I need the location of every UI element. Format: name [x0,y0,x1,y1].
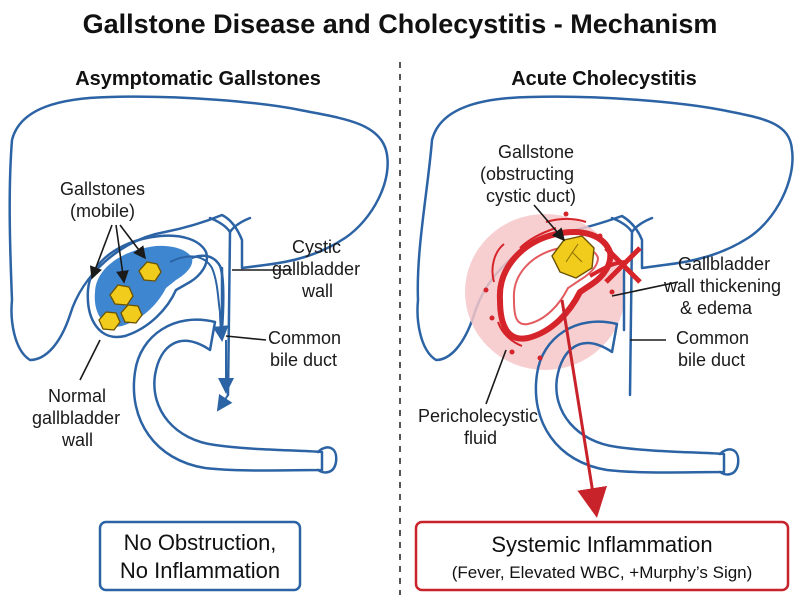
label-peri-line1: Pericholecystic [418,406,538,426]
left-labels: Gallstones (mobile) Cystic gallbladder w… [32,179,360,450]
right-duodenum [534,320,740,476]
label-peri-line2: fluid [464,428,497,448]
right-liver [416,95,794,362]
right-labels: Gallstone (obstructing cystic duct) Gall… [418,142,781,448]
gallstone-icon [98,311,121,331]
left-gallbladder [86,234,234,412]
label-common-line2: bile duct [270,350,337,370]
left-gallstones [98,261,162,331]
right-leaders [485,204,679,405]
right-summary-box: Systemic Inflammation (Fever, Elevated W… [414,520,790,592]
label-wall-line1: Gallbladder [678,254,770,274]
label-gallstones-line1: Gallstones [60,179,145,199]
left-leaders [79,224,292,381]
main-title: Gallstone Disease and Cholecystitis - Me… [83,9,718,39]
left-duodenum [132,318,338,474]
left-box-line2: No Inflammation [120,558,280,583]
right-box-line1: Systemic Inflammation [491,532,712,557]
label-normal-line2: gallbladder [32,408,120,428]
systemic-arrow [560,299,608,518]
label-wall-line2: wall thickening [663,276,781,296]
gallstone-icon [120,304,143,324]
label-gallstone-line3: cystic duct) [486,186,576,206]
right-obstructing-stone [551,235,595,279]
label-normal-line1: Normal [48,386,106,406]
label-common-line1: Common [268,328,341,348]
label-gallstones-line2: (mobile) [70,201,135,221]
label-r-common-line2: bile duct [678,350,745,370]
gallstone-icon [138,261,162,282]
label-gallstone-line2: (obstructing [480,164,574,184]
right-panel: Acute Cholecystitis [414,68,794,592]
label-normal-line3: wall [61,430,93,450]
blockage-x-icon [604,246,642,284]
left-liver [8,95,389,362]
bile-flow-arrow [169,255,229,342]
left-panel-heading: Asymptomatic Gallstones [75,68,321,90]
left-summary-box: No Obstruction, No Inflammation [98,520,302,592]
label-wall-line3: & edema [680,298,753,318]
label-gallstone-line1: Gallstone [498,142,574,162]
right-box-line2: (Fever, Elevated WBC, +Murphy’s Sign) [452,563,753,582]
label-r-common-line1: Common [676,328,749,348]
bile-fill [94,245,193,327]
left-panel: Asymptomatic Gallstones [8,68,389,592]
label-cystic-line1: Cystic [292,237,341,257]
left-box-line1: No Obstruction, [124,530,277,555]
label-cystic-line3: wall [301,281,333,301]
gallstone-icon [551,235,595,279]
label-cystic-line2: gallbladder [272,259,360,279]
right-bile-ducts [610,216,654,397]
right-panel-heading: Acute Cholecystitis [511,68,697,90]
left-bile-ducts [173,216,252,397]
gallstone-icon [109,284,134,306]
cbd-outflow-arrow [216,393,233,412]
